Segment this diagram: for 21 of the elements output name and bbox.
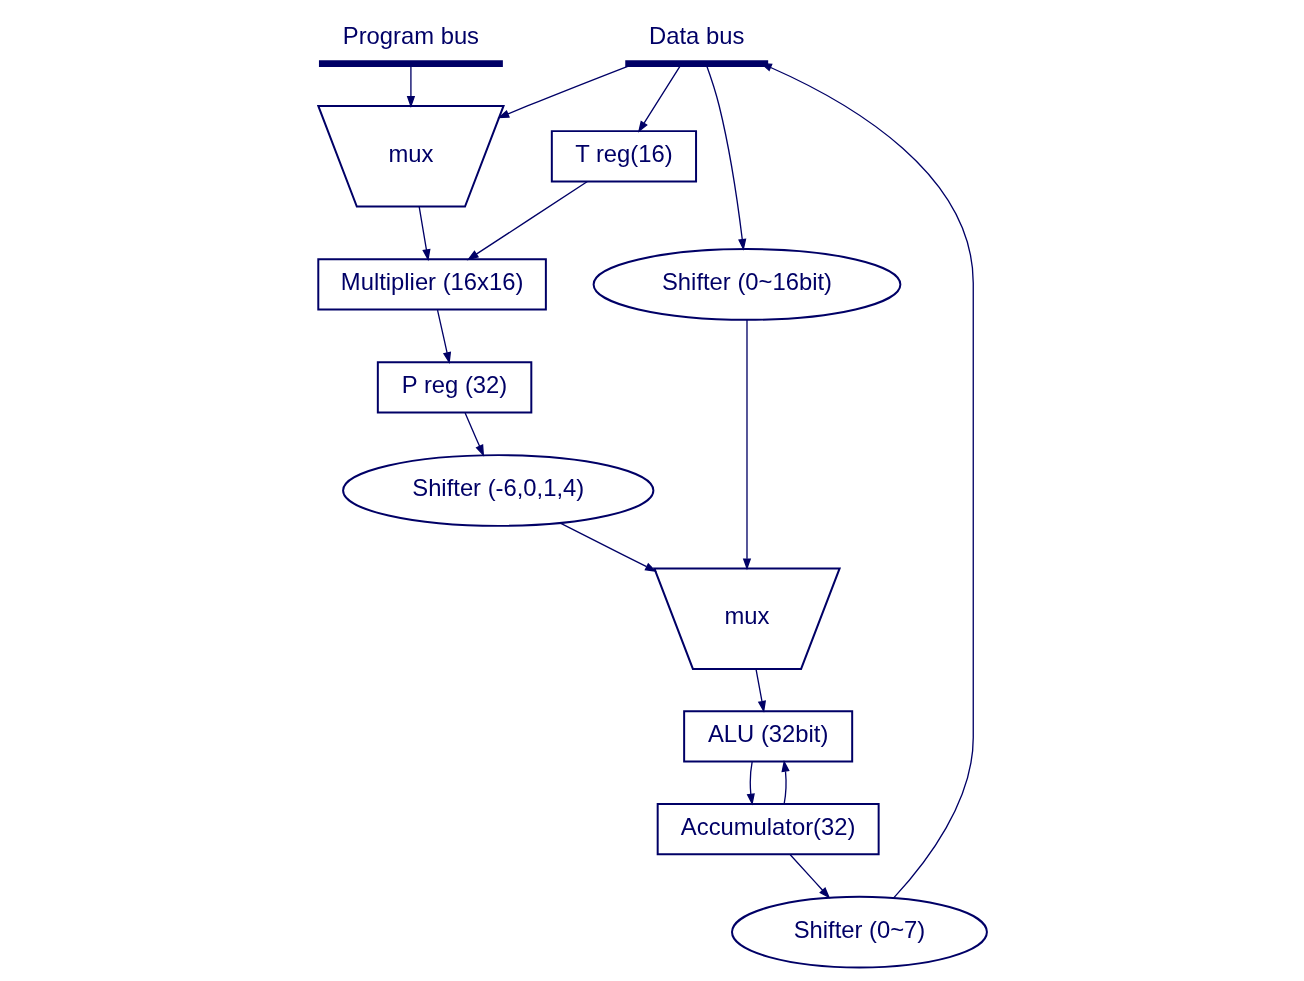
node-text: Program bus <box>342 22 479 50</box>
arrow <box>780 759 790 805</box>
arrow <box>466 180 588 261</box>
node-text: Data bus <box>648 22 744 50</box>
arrow <box>559 522 657 572</box>
node-box: T reg(16) <box>550 130 697 183</box>
arrow <box>436 309 451 364</box>
node-ellipse: Shifter (0~16bit) <box>592 248 901 321</box>
node-ellipse: Shifter (0~7) <box>730 895 988 969</box>
node-box: P reg (32) <box>376 361 532 414</box>
node-ellipse: Shifter (-6,0,1,4) <box>341 454 654 527</box>
arrow <box>789 854 830 899</box>
arrow <box>742 319 751 571</box>
node-box: Accumulator(32) <box>656 802 880 856</box>
arrow <box>754 668 766 713</box>
arrow <box>464 412 484 457</box>
arrow <box>746 761 755 806</box>
arrow <box>418 206 430 262</box>
node-box: ALU (32bit) <box>682 710 853 763</box>
node-box: Multiplier (16x16) <box>316 258 547 311</box>
arrow <box>759 62 974 899</box>
